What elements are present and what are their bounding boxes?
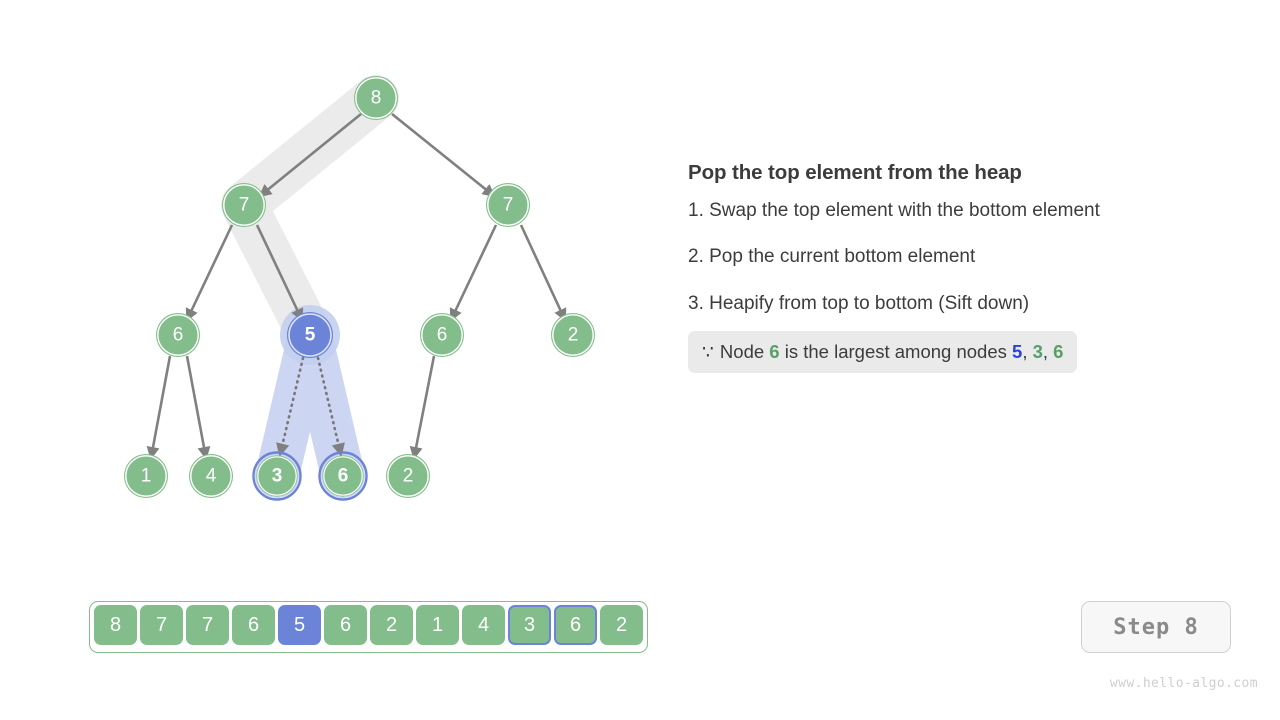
array-cell[interactable]: 8 xyxy=(94,605,137,645)
hint-prefix: Node xyxy=(719,340,765,362)
edge-n4-n10 xyxy=(316,356,345,457)
tree-edges xyxy=(146,112,567,460)
array-cell-compared[interactable]: 3 xyxy=(508,605,551,645)
explanation-step-1: 1. Swap the top element with the bottom … xyxy=(688,199,1100,221)
hint-box: ∵ Node 6 is the largest among nodes 5, 3… xyxy=(688,330,1078,373)
hint-separator-1: , xyxy=(1042,340,1054,362)
hint-subject-value: 6 xyxy=(769,340,780,362)
step-badge: Step 8 xyxy=(1081,601,1231,653)
array-cell-selected[interactable]: 5 xyxy=(278,605,321,645)
edge-n5-n11 xyxy=(409,355,436,460)
tree-node-label: 7 xyxy=(503,195,514,216)
array-cell[interactable]: 2 xyxy=(600,605,643,645)
tree-node-1-leaf[interactable]: 1 xyxy=(124,454,168,498)
hint-candidate-1: 3 xyxy=(1032,340,1043,362)
explanation-step-3: 3. Heapify from top to bottom (Sift down… xyxy=(688,293,1030,314)
array-cell[interactable]: 7 xyxy=(140,605,183,645)
tree-node-5-selected[interactable]: 5 xyxy=(287,312,333,358)
tree-node-label: 6 xyxy=(173,325,184,346)
edge-n0-n1 xyxy=(258,112,362,198)
tree-node-label: 2 xyxy=(568,325,579,346)
compare-edges-dotted xyxy=(276,356,345,457)
hint-middle: is the largest among nodes xyxy=(784,340,1007,362)
edge-n2-n6 xyxy=(519,224,567,322)
edge-n2-n5 xyxy=(449,224,498,322)
tree-node-label: 6 xyxy=(437,325,448,346)
edge-n1-n4 xyxy=(255,224,304,322)
tree-node-label: 4 xyxy=(206,466,217,487)
array-cell[interactable]: 4 xyxy=(462,605,505,645)
tree-node-3-compared[interactable]: 3 xyxy=(252,451,302,501)
tree-node-7-left[interactable]: 7 xyxy=(222,183,266,227)
edge-n1-n3 xyxy=(185,224,234,322)
tree-node-label: 1 xyxy=(141,466,152,487)
array-cell[interactable]: 2 xyxy=(370,605,413,645)
array-cell-compared[interactable]: 6 xyxy=(554,605,597,645)
edge-n3-n7 xyxy=(146,355,172,460)
tree-node-6-right[interactable]: 6 xyxy=(420,313,464,357)
tree-node-label: 5 xyxy=(305,325,316,346)
tree-node-6-left[interactable]: 6 xyxy=(156,313,200,357)
tree-node-label: 8 xyxy=(371,88,382,109)
edge-n3-n8 xyxy=(185,355,211,460)
edge-n0-n2 xyxy=(391,112,496,198)
tree-node-6-compared[interactable]: 6 xyxy=(318,451,368,501)
sift-trace-gray xyxy=(221,75,399,358)
tree-node-8-root[interactable]: 8 xyxy=(354,76,398,120)
explanation-panel: Pop the top element from the heap 1. Swa… xyxy=(688,160,1228,373)
page-title: Pop the top element from the heap xyxy=(688,161,1022,184)
array-cell[interactable]: 6 xyxy=(232,605,275,645)
tree-node-label: 2 xyxy=(403,466,414,487)
hint-candidate-2: 6 xyxy=(1053,340,1064,362)
array-cell[interactable]: 6 xyxy=(324,605,367,645)
array-cell[interactable]: 1 xyxy=(416,605,459,645)
tree-node-label: 6 xyxy=(338,466,349,487)
tree-node-4-leaf[interactable]: 4 xyxy=(189,454,233,498)
hint-separator-0: , xyxy=(1022,340,1033,362)
explanation-step-2: 2. Pop the current bottom element xyxy=(688,246,976,268)
heap-array-view: 8 7 7 6 5 6 2 1 4 3 6 2 xyxy=(89,601,648,653)
tree-node-2-right[interactable]: 2 xyxy=(551,313,595,357)
tree-node-label: 3 xyxy=(272,466,283,487)
edge-n4-n9 xyxy=(276,356,305,457)
tree-node-2-leaf[interactable]: 2 xyxy=(386,454,430,498)
because-symbol: ∵ xyxy=(702,340,715,362)
hint-candidate-0: 5 xyxy=(1012,340,1023,362)
tree-node-7-right[interactable]: 7 xyxy=(486,183,530,227)
tree-node-label: 7 xyxy=(239,195,250,216)
array-cell[interactable]: 7 xyxy=(186,605,229,645)
watermark: www.hello-algo.com xyxy=(1109,676,1258,691)
heap-tree-diagram: 8 7 7 6 5 6 2 1 xyxy=(124,75,595,501)
